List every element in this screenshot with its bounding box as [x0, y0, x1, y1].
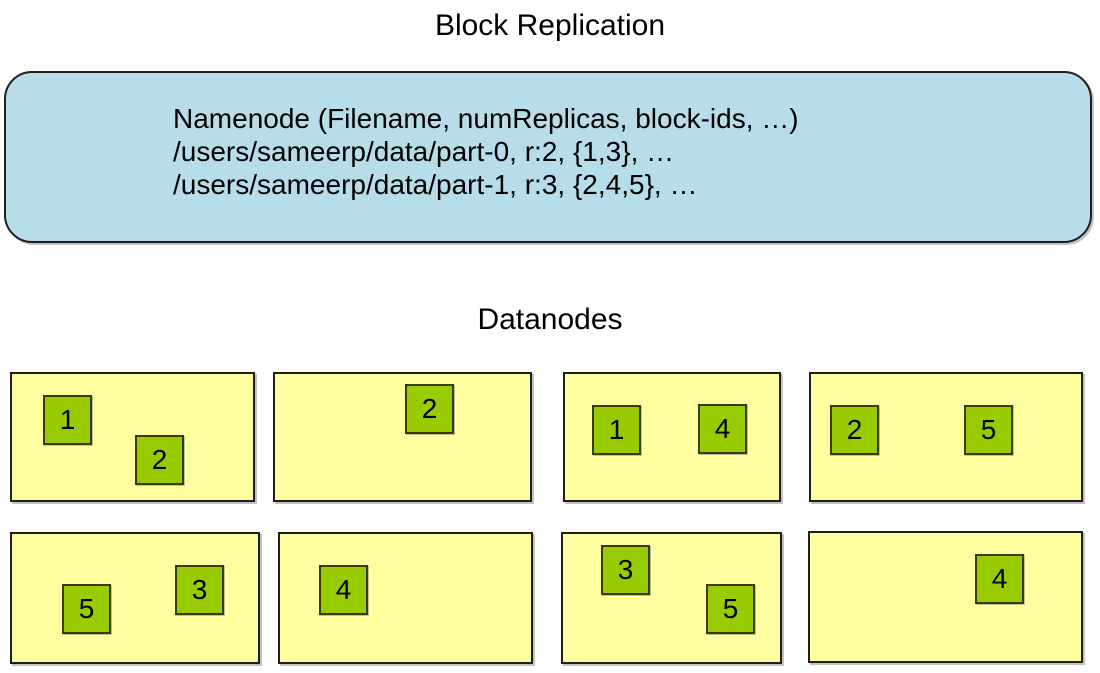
block-replica-3: 3 — [175, 565, 224, 615]
block-replica-1: 1 — [43, 395, 92, 445]
block-replica-5: 5 — [964, 405, 1013, 455]
block-replica-2: 2 — [405, 384, 454, 434]
block-replica-4: 4 — [975, 554, 1024, 604]
block-replica-1: 1 — [592, 405, 641, 455]
datanode-box-6: 4 — [278, 532, 533, 664]
block-replica-5: 5 — [706, 584, 755, 634]
datanode-box-8: 4 — [808, 531, 1083, 663]
block-replica-4: 4 — [698, 404, 747, 454]
block-replica-2: 2 — [830, 405, 879, 455]
datanode-box-2: 2 — [273, 372, 532, 502]
block-replica-2: 2 — [135, 435, 184, 485]
block-replica-3: 3 — [601, 545, 650, 595]
block-replica-5: 5 — [62, 584, 111, 634]
namenode-text: Namenode (Filename, numReplicas, block-i… — [173, 102, 799, 201]
block-replica-4: 4 — [319, 565, 368, 615]
namenode-line-part0: /users/sameerp/data/part-0, r:2, {1,3}, … — [173, 136, 675, 167]
datanodes-title: Datanodes — [477, 303, 623, 336]
namenode-line-part1: /users/sameerp/data/part-1, r:3, {2,4,5}… — [173, 169, 698, 200]
namenode-box: Namenode (Filename, numReplicas, block-i… — [4, 71, 1092, 243]
page-title: Block Replication — [434, 9, 666, 42]
namenode-line-header: Namenode (Filename, numReplicas, block-i… — [173, 103, 799, 134]
